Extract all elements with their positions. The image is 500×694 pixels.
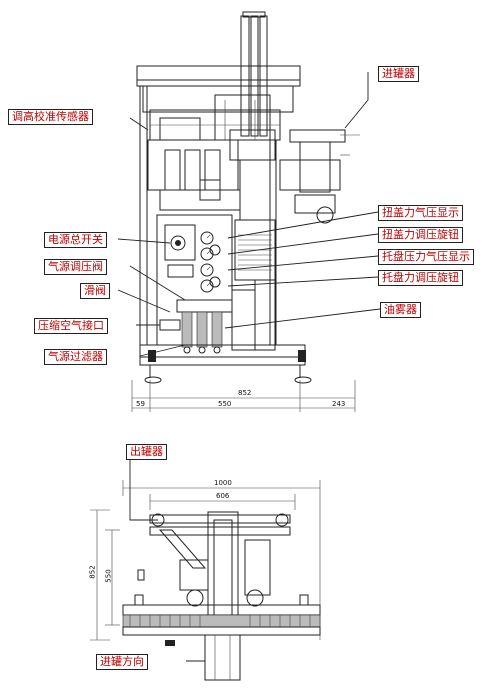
- plan-view: [90, 480, 321, 681]
- label-cap-torque-knob: 扭盖力调压旋钮: [378, 227, 463, 243]
- label-infeed-direction: 进罐方向: [96, 654, 148, 670]
- label-tray-pressure-knob: 托盘力调压旋钮: [378, 270, 463, 286]
- label-lubricator: 油雾器: [380, 302, 421, 318]
- label-slide-valve: 滑阀: [80, 283, 110, 299]
- dim-right: 243: [332, 400, 346, 408]
- label-cap-torque-gauge: 扭盖力气压显示: [378, 205, 463, 221]
- label-air-regulator: 气源调压阀: [44, 259, 107, 275]
- front-elevation: [131, 11, 360, 412]
- label-height-sensor: 调高校准传感器: [8, 109, 93, 125]
- leader-lines-top: [117, 72, 381, 357]
- label-infeed: 进罐器: [378, 66, 419, 82]
- spring-coil: [238, 234, 272, 271]
- label-air-connector: 压缩空气接口: [34, 318, 108, 334]
- label-air-filter: 气源过滤器: [44, 349, 107, 365]
- dim-left: 59: [136, 400, 145, 408]
- dim-middle: 550: [218, 400, 232, 408]
- label-outfeed: 出罐器: [126, 444, 167, 460]
- dim-plan-height: 852: [88, 565, 97, 579]
- dim-plan-inner-height: 550: [104, 569, 113, 583]
- label-tray-pressure-gauge: 托盘压力气压显示: [378, 249, 474, 265]
- label-power-switch: 电源总开关: [44, 232, 107, 248]
- belt-teeth: [129, 615, 311, 627]
- dim-total-width: 852: [238, 389, 252, 397]
- dim-plan-width: 1000: [214, 479, 232, 487]
- leader-lines-bottom: [129, 460, 205, 662]
- dim-plan-inner: 606: [216, 492, 230, 500]
